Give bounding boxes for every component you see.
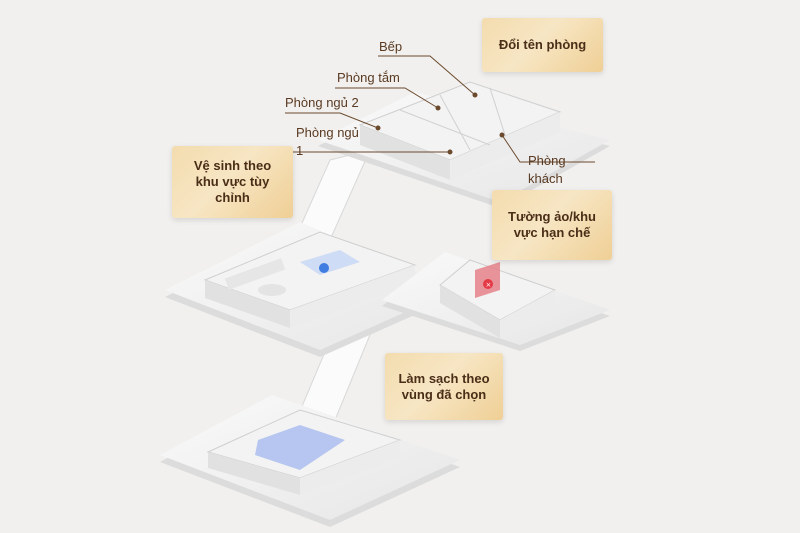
label-bathroom: Phòng tắm xyxy=(337,70,400,85)
callout-selected-area-cleaning: Làm sạch theo vùng đã chọn xyxy=(385,353,503,420)
platform-bottom xyxy=(160,395,460,527)
label-bedroom-1: Phòng ngủ 1 xyxy=(296,125,359,158)
callout-rename-room: Đổi tên phòng xyxy=(482,18,603,72)
zone-marker-icon xyxy=(319,263,329,273)
platform-middle-left xyxy=(165,222,455,357)
leader-lines xyxy=(285,55,595,163)
svg-text:×: × xyxy=(486,281,492,289)
label-living-room: Phòng khách xyxy=(528,153,566,186)
callout-virtual-wall: Tường ảo/khu vực hạn chế xyxy=(492,190,612,260)
restricted-icon xyxy=(483,279,493,289)
callout-custom-zone-cleaning: Vệ sinh theo khu vực tùy chỉnh xyxy=(172,146,293,218)
label-kitchen: Bếp xyxy=(379,39,403,54)
platform-middle-right: × xyxy=(382,252,610,351)
label-bedroom-2: Phòng ngủ 2 xyxy=(285,95,359,110)
platform-top xyxy=(318,81,610,208)
